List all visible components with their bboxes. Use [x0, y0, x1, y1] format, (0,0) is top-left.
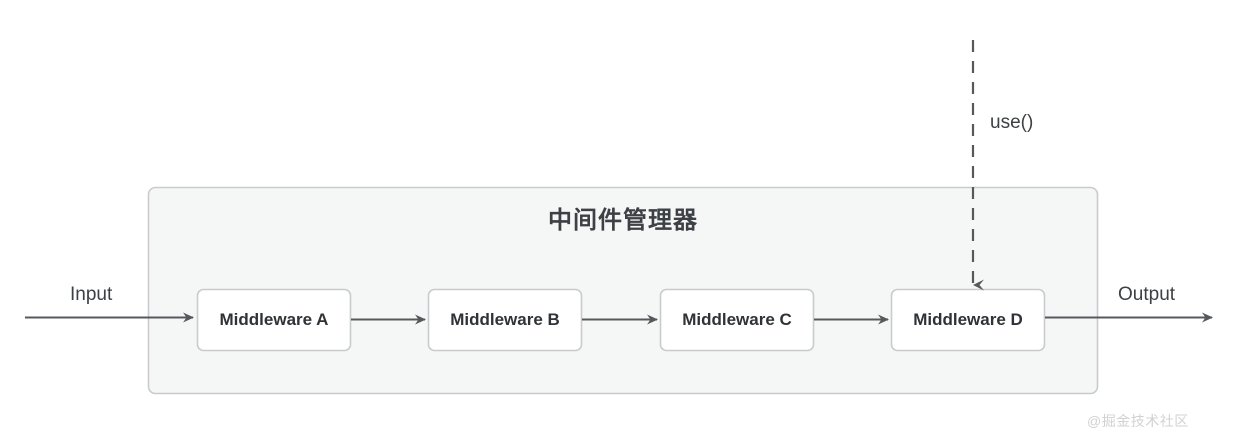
middleware-a-box[interactable] [196, 288, 352, 352]
middleware-d-box[interactable] [890, 288, 1046, 352]
middleware-manager-container [147, 186, 1099, 395]
middleware-c-box[interactable] [659, 288, 815, 352]
middleware-b-box[interactable] [427, 288, 583, 352]
